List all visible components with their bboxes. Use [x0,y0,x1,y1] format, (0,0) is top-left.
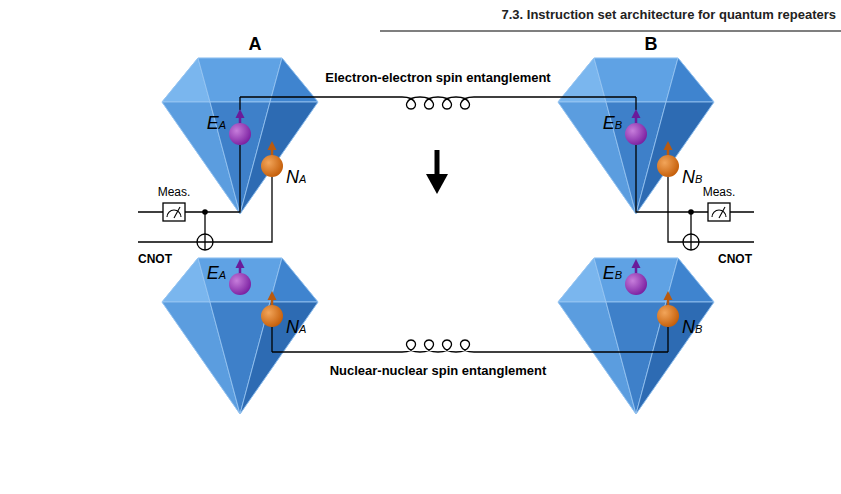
spin-label: EA [207,114,226,134]
link-label: Nuclear-nuclear spin entanglement [330,364,547,379]
link-label: Electron-electron spin entanglement [325,71,550,86]
gate-label: CNOT [138,253,172,267]
nuclear-spin [657,155,679,177]
circuit-wire [635,97,636,110]
diamond-node: B EB NB [546,28,726,228]
cnot-target [197,234,213,250]
diamond-drawing [546,28,726,228]
node-heading: B [645,34,658,55]
circuit-wire [546,96,636,97]
entanglement-link [330,340,546,352]
gem-facet [636,102,714,214]
electron-spin [229,273,251,295]
spin-arrow-head [268,141,277,150]
gem-facet [198,258,282,302]
cnot-control [202,209,208,215]
meter-needle [174,207,180,218]
circuit-wire [668,177,754,242]
spin-arrow-head [268,291,277,300]
electron-spin [625,273,647,295]
diamond-node: EB NB [546,250,726,420]
nuclear-spin [261,305,283,327]
process-arrow [435,150,440,176]
circuit-wire [240,96,330,97]
spin-label: EB [603,264,622,284]
diamond-node: EA NA [150,250,330,420]
node-heading: A [249,34,262,55]
gem-facet [636,302,714,414]
circuit-wire [667,327,668,352]
electron-spin [229,123,251,145]
meter-arc [712,210,726,217]
gem-facet [240,302,318,414]
gem-facet [666,258,714,302]
diamond-gem [162,258,318,414]
process-arrow-head [426,174,448,194]
spin-arrow-head [236,259,245,268]
spin-arrow-head [236,109,245,118]
spin-label: EA [207,264,226,284]
measure-label: Meas. [703,186,736,200]
cnot-target [683,234,699,250]
circuit-wire [546,351,668,352]
circuit-wire [138,145,240,212]
gate-label: CNOT [718,253,752,267]
spin-arrow-head [664,141,673,150]
spin-label: NA [286,318,306,338]
meter-needle [719,207,725,218]
circuit-wire [690,212,691,250]
gem-facet [198,58,282,102]
circuit-wire [271,327,272,352]
spin-arrow-head [632,109,641,118]
gem-facet [594,58,678,102]
gem-facet [270,58,318,102]
entanglement-link [330,97,546,109]
spin-label: NB [682,318,702,338]
page-header: 7.3. Instruction set architecture for qu… [502,8,836,23]
spin-label: NA [286,168,306,188]
circuit-wire [239,97,240,110]
gem-facet [666,58,714,102]
nuclear-spin [657,305,679,327]
gem-facet [594,258,678,302]
meter-symbol [163,203,185,221]
header-rule [380,30,841,32]
spin-arrow-head [664,291,673,300]
electron-spin [625,123,647,145]
spin-label: NB [682,168,702,188]
circuit-wire [636,145,754,212]
spin-label: EB [603,114,622,134]
nuclear-spin [261,155,283,177]
gem-facet [270,258,318,302]
diamond-gem [558,258,714,414]
meter-arc [167,210,181,217]
circuit-wire [204,212,205,250]
meter-symbol [708,203,730,221]
circuit-wire [272,351,330,352]
spin-arrow-head [632,259,641,268]
gem-facet [240,102,318,214]
measure-label: Meas. [158,186,191,200]
cnot-control [688,209,694,215]
